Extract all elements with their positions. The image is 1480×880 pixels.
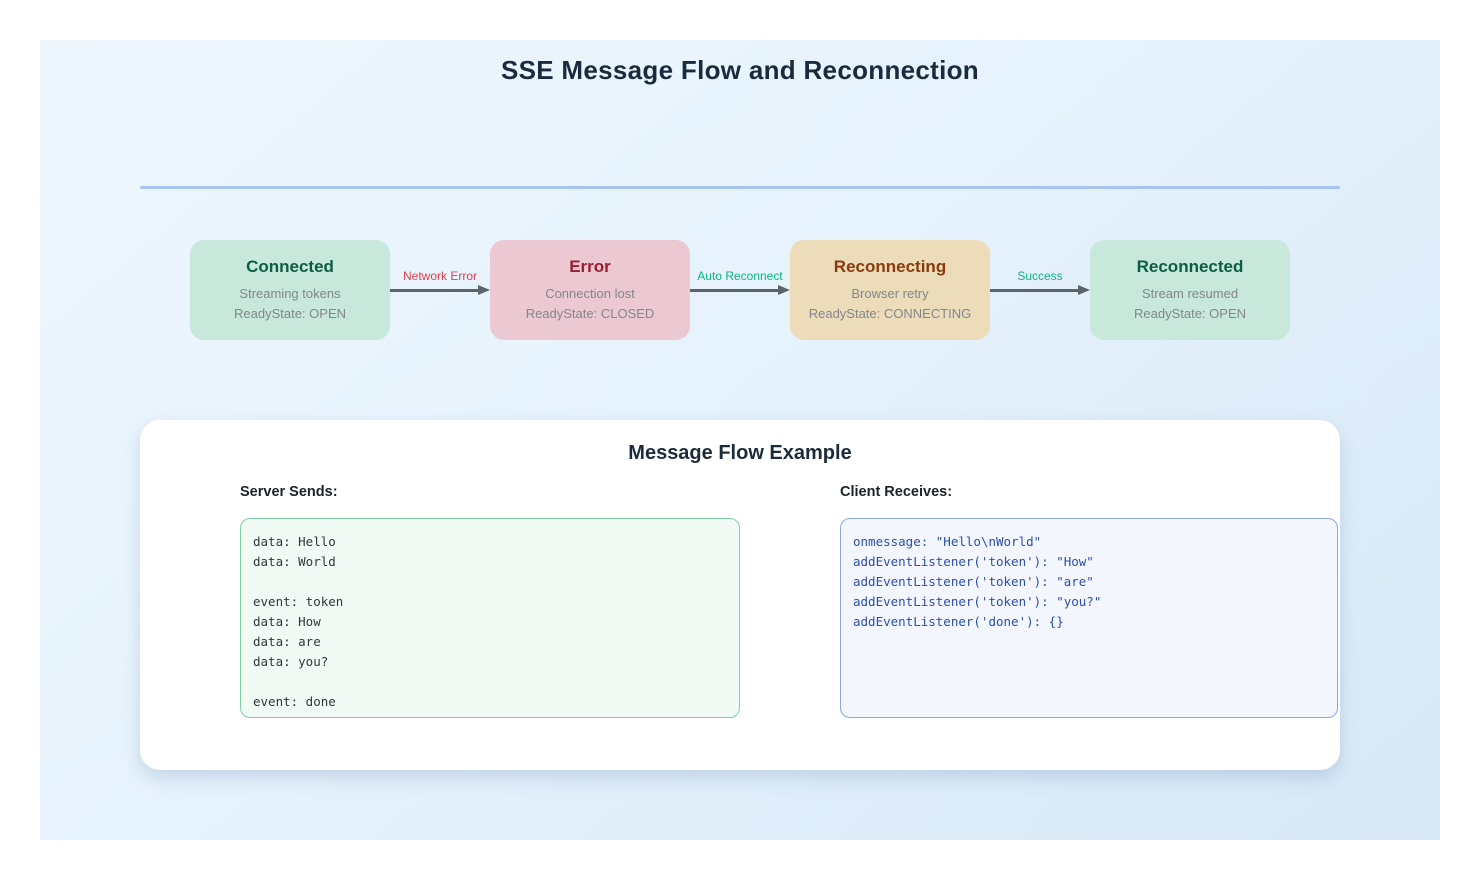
- code-line: event: token: [253, 594, 344, 609]
- arrow: [690, 285, 790, 295]
- state-subtext: ReadyState: CLOSED: [525, 305, 655, 321]
- state-subtext: ReadyState: OPEN: [234, 305, 346, 321]
- arrow-head-icon: [478, 285, 490, 295]
- arrow-line: [690, 288, 778, 292]
- code-line: addEventListener('token'): "How": [853, 554, 1094, 569]
- code-line: [253, 672, 727, 692]
- state-flow: Connected Streaming tokens ReadyState: O…: [190, 240, 1290, 340]
- state-subtext: Browser retry: [851, 285, 929, 301]
- arrow-head-icon: [1078, 285, 1090, 295]
- arrow-head-icon: [778, 285, 790, 295]
- code-line: data: World: [253, 554, 336, 569]
- code-line: data: you?: [253, 654, 329, 669]
- arrow: [390, 285, 490, 295]
- state-title: Reconnected: [1136, 256, 1244, 276]
- state-reconnected: Reconnected Stream resumed ReadyState: O…: [1090, 240, 1290, 340]
- code-line: data: Hello: [253, 534, 336, 549]
- client-receives-label: Client Receives:: [840, 484, 953, 500]
- code-line: [253, 572, 727, 592]
- state-connected: Connected Streaming tokens ReadyState: O…: [190, 240, 390, 340]
- code-line: onmessage: "Hello\nWorld": [853, 534, 1042, 549]
- code-line: addEventListener('token'): "you?": [853, 594, 1102, 609]
- arrow: [990, 285, 1090, 295]
- transition-label: Success: [1017, 269, 1063, 283]
- message-flow-card: Message Flow Example Server Sends: data:…: [140, 420, 1340, 770]
- diagram-panel: SSE Message Flow and Reconnection Connec…: [40, 40, 1440, 840]
- transition-label: Auto Reconnect: [697, 269, 783, 283]
- state-error: Error Connection lost ReadyState: CLOSED: [490, 240, 690, 340]
- transition-success: Success: [990, 240, 1090, 340]
- transition-label: Network Error: [402, 269, 477, 283]
- code-line: data: How: [253, 614, 321, 629]
- state-subtext: ReadyState: OPEN: [1134, 305, 1246, 321]
- state-title: Reconnecting: [833, 256, 947, 276]
- state-reconnecting: Reconnecting Browser retry ReadyState: C…: [790, 240, 990, 340]
- arrow-line: [390, 288, 478, 292]
- server-sends-label: Server Sends:: [240, 484, 338, 500]
- code-line: data: are: [253, 634, 321, 649]
- state-subtext: Stream resumed: [1141, 285, 1239, 301]
- card-title: Message Flow Example: [628, 442, 852, 464]
- state-subtext: ReadyState: CONNECTING: [808, 305, 972, 321]
- client-code-box: onmessage: "Hello\nWorld" addEventListen…: [840, 518, 1338, 718]
- code-line: addEventListener('done'): {}: [853, 614, 1064, 629]
- divider-line: [140, 186, 1340, 189]
- diagram-title: SSE Message Flow and Reconnection: [500, 55, 979, 85]
- state-title: Connected: [246, 256, 334, 276]
- transition-network-error: Network Error: [390, 240, 490, 340]
- state-subtext: Streaming tokens: [239, 285, 341, 301]
- code-line: addEventListener('token'): "are": [853, 574, 1094, 589]
- state-subtext: Connection lost: [545, 285, 635, 301]
- arrow-line: [990, 288, 1078, 292]
- state-title: Error: [569, 256, 611, 276]
- transition-auto-reconnect: Auto Reconnect: [690, 240, 790, 340]
- server-code-box: data: Hello data: World event: token dat…: [240, 518, 740, 718]
- code-line: event: done: [253, 694, 336, 709]
